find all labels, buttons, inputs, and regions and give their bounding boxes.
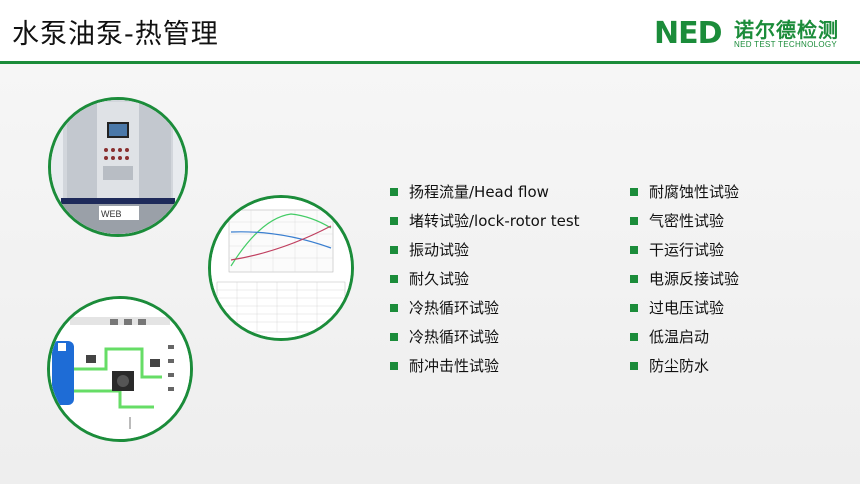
feature-list-right: 耐腐蚀性试验 气密性试验 干运行试验 电源反接试验 过电压试验 低温启动 防尘防…	[630, 177, 739, 380]
list-item: 低温启动	[630, 322, 739, 351]
list-item: 干运行试验	[630, 235, 739, 264]
bullet-square-icon	[390, 245, 398, 254]
bullet-square-icon	[390, 332, 398, 341]
list-item: 耐久试验	[390, 264, 580, 293]
logo-mark: NED	[654, 16, 723, 51]
logo-name-en: NED TEST TECHNOLOGY	[734, 40, 838, 49]
header-divider	[0, 61, 860, 64]
performance-curve-illustration	[211, 198, 351, 338]
list-item: 振动试验	[390, 235, 580, 264]
bullet-square-icon	[390, 361, 398, 370]
list-item: 过电压试验	[630, 293, 739, 322]
list-item: 冷热循环试验	[390, 322, 580, 351]
bullet-square-icon	[630, 332, 638, 341]
feature-list-left: 扬程流量/Head flow 堵转试验/lock-rotor test 振动试验…	[390, 177, 580, 380]
bullet-square-icon	[390, 303, 398, 312]
list-item: 扬程流量/Head flow	[390, 177, 580, 206]
list-item: 冷热循环试验	[390, 293, 580, 322]
bullet-square-icon	[630, 245, 638, 254]
test-machine-image: WEB	[48, 97, 188, 237]
bullet-square-icon	[630, 187, 638, 196]
list-item: 电源反接试验	[630, 264, 739, 293]
company-logo: NED 诺尔德检测 NED TEST TECHNOLOGY	[640, 4, 860, 58]
performance-curve-image	[208, 195, 354, 341]
page-title: 水泵油泵-热管理	[12, 19, 219, 50]
system-schematic-image	[47, 296, 193, 442]
list-item: 防尘防水	[630, 351, 739, 380]
test-machine-illustration: WEB	[51, 100, 185, 234]
list-item: 耐腐蚀性试验	[630, 177, 739, 206]
logo-name-cn: 诺尔德检测	[734, 18, 839, 42]
list-item: 耐冲击性试验	[390, 351, 580, 380]
bullet-square-icon	[630, 361, 638, 370]
bullet-square-icon	[630, 274, 638, 283]
bullet-square-icon	[390, 187, 398, 196]
list-item: 气密性试验	[630, 206, 739, 235]
system-schematic-illustration	[50, 299, 190, 439]
machine-label: WEB	[101, 209, 122, 219]
bullet-square-icon	[630, 216, 638, 225]
bullet-square-icon	[390, 274, 398, 283]
bullet-square-icon	[390, 216, 398, 225]
header: 水泵油泵-热管理 NED 诺尔德检测 NED TEST TECHNOLOGY	[0, 0, 860, 62]
bullet-square-icon	[630, 303, 638, 312]
list-item: 堵转试验/lock-rotor test	[390, 206, 580, 235]
